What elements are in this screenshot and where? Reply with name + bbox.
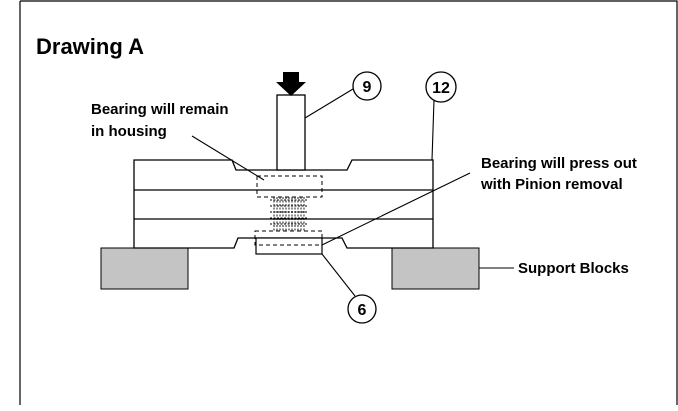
callout-label-12: 12 — [432, 80, 450, 97]
label-support-blocks: Support Blocks — [518, 260, 629, 277]
callout-circle-12 — [425, 71, 457, 103]
housing-body — [133, 159, 434, 249]
drawing-title: Drawing A — [36, 34, 144, 59]
press-arrow-icon — [276, 72, 306, 96]
leader-remain — [191, 135, 265, 181]
leader-press — [321, 172, 471, 246]
callout-label-9: 9 — [363, 79, 372, 96]
pinion-gear-teeth — [270, 197, 308, 231]
support-block-left — [100, 247, 189, 290]
leader-9 — [304, 88, 354, 119]
leader-12 — [431, 99, 435, 161]
callout-label-6: 6 — [358, 302, 367, 319]
frame-border — [20, 0, 678, 405]
press-tool — [276, 94, 306, 171]
bearing-upper-dashed — [256, 175, 323, 198]
label-press-line2: with Pinion removal — [480, 176, 623, 193]
callout-circle-9 — [352, 71, 382, 101]
pinion-stub — [255, 237, 323, 255]
leader-6 — [321, 253, 356, 297]
support-block-right — [391, 247, 480, 290]
label-press-line1: Bearing will press out — [481, 155, 637, 172]
callout-circle-6 — [347, 294, 377, 324]
label-remain-line1: Bearing will remain — [91, 101, 229, 118]
leader-lines — [191, 88, 514, 297]
label-remain-line2: in housing — [91, 123, 167, 140]
bearing-lower-dashed — [254, 230, 323, 246]
